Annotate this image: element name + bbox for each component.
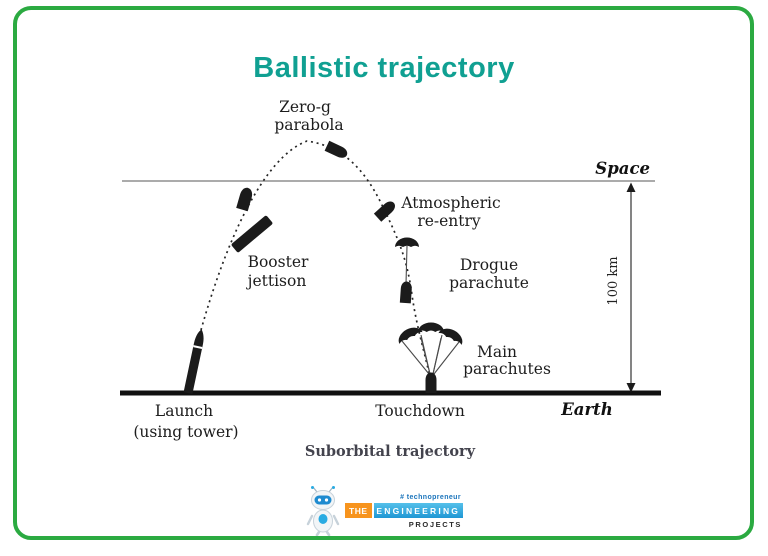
page-title: Ballistic trajectory — [253, 52, 515, 85]
label-altitude-100km: 100 km — [606, 256, 621, 305]
label-drogue-line2: parachute — [449, 274, 529, 292]
trajectory-path — [200, 140, 432, 384]
main-parachutes-icon — [398, 322, 463, 393]
label-launch-line2: (using tower) — [133, 423, 238, 441]
apex-capsule-icon — [324, 140, 348, 158]
label-booster-line1: Booster — [248, 253, 309, 271]
label-earth: Earth — [560, 400, 613, 419]
ascending-capsule-icon — [236, 187, 253, 212]
robot-mascot-icon — [306, 486, 340, 536]
label-drogue-line1: Drogue — [460, 256, 518, 274]
logo-word-the: THE — [345, 503, 372, 518]
label-zero-g-line1: Zero-g — [279, 98, 331, 116]
label-booster-line2: jettison — [246, 272, 307, 290]
altitude-arrow-icon — [626, 182, 636, 393]
logo-word-engineering: ENGINEERING — [373, 503, 463, 518]
label-atmospheric-line2: re-entry — [417, 212, 481, 230]
label-atmospheric-line1: Atmospheric — [400, 194, 500, 212]
reentry-capsule-icon — [373, 201, 396, 222]
label-launch-line1: Launch — [155, 402, 213, 420]
logo-tagline: # technopreneur — [400, 494, 461, 501]
launch-rocket-icon — [183, 329, 204, 394]
label-zero-g-line2: parabola — [274, 116, 343, 134]
drogue-parachute-icon — [395, 237, 419, 304]
logo-word-projects: PROJECTS — [408, 520, 462, 529]
diagram-caption: Suborbital trajectory — [305, 443, 476, 460]
brand-logo: # technopreneur THE ENGINEERING PROJECTS — [303, 486, 467, 536]
jettisoned-booster-icon — [231, 215, 273, 253]
label-space: Space — [595, 159, 650, 178]
label-main-line1: Main — [477, 343, 517, 361]
label-main-line2: parachutes — [463, 360, 551, 378]
touchdown-capsule-icon — [425, 372, 437, 393]
label-touchdown: Touchdown — [375, 402, 465, 420]
